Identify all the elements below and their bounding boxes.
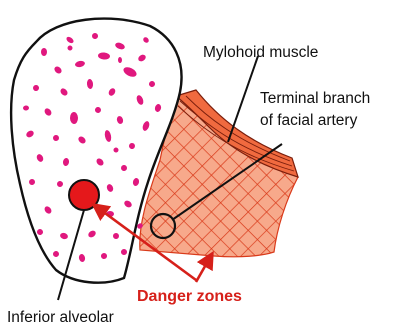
danger-arrow-to-zone	[196, 254, 212, 282]
mylohyoid-label: Mylohoid muscle	[203, 44, 318, 61]
facial-artery-label-line2: of facial artery	[260, 112, 358, 129]
inferior-alveolar-label: Inferior alveolar	[7, 309, 114, 326]
facial-artery-label-line1: Terminal branch	[260, 90, 370, 107]
marrow-spot	[41, 48, 47, 56]
mylohyoid-leader-line	[228, 56, 258, 142]
danger-zones-label: Danger zones	[137, 288, 242, 305]
